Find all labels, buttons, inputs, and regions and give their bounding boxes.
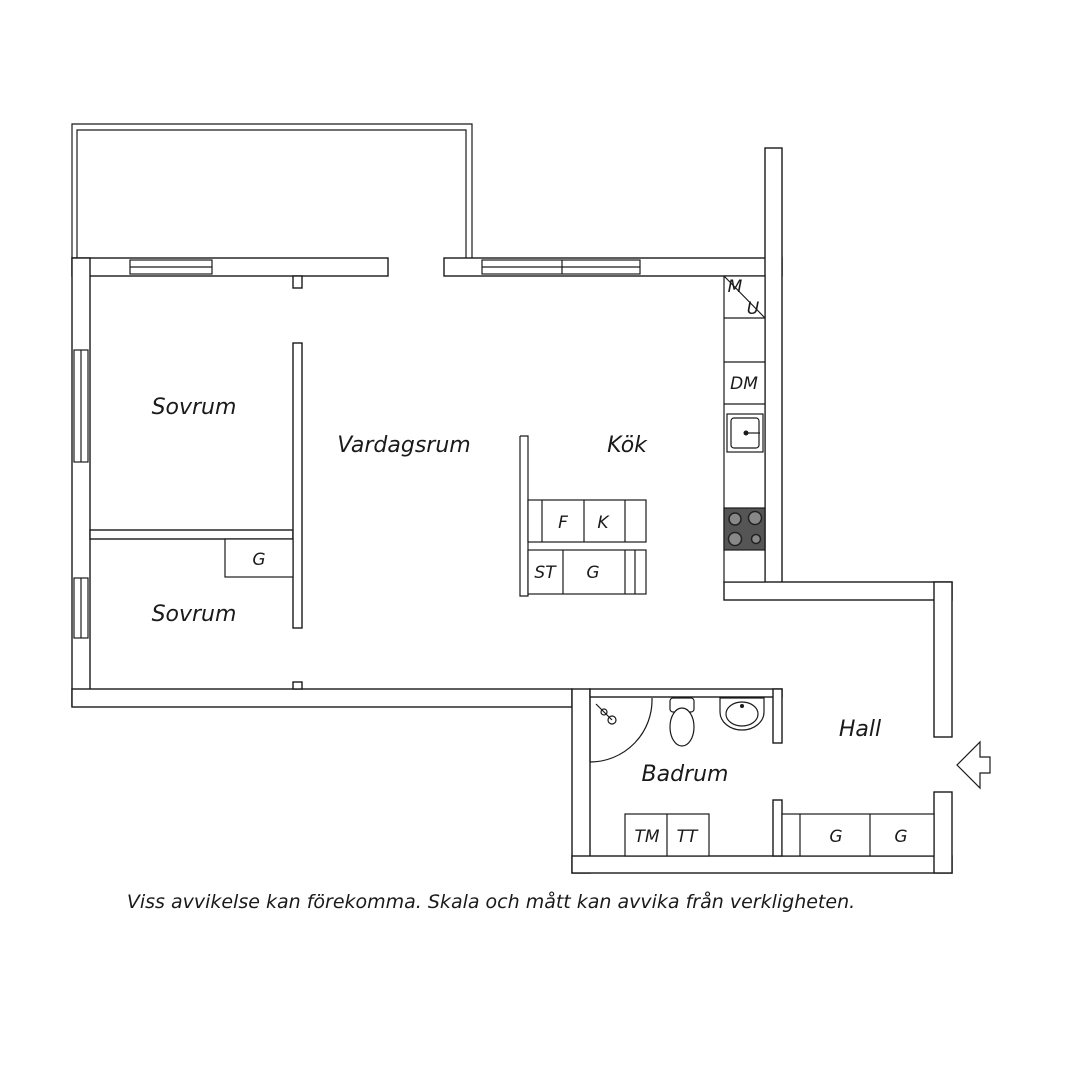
room-label-bedroom-1: Sovrum <box>152 395 237 420</box>
fixture-label-dishwasher: DM <box>730 374 758 394</box>
fixture-label-fridge: F <box>558 513 568 533</box>
bedroom-wardrobe <box>224 538 294 578</box>
entrance-arrow-icon <box>956 740 991 790</box>
fixture-label-dryer: TT <box>677 827 699 847</box>
fixture-label-hall-wardrobe-2: G <box>894 827 907 847</box>
fixture-label-hall-wardrobe-1: G <box>829 827 842 847</box>
fixture-label-cabinet: G <box>586 563 599 583</box>
fixture-label-freezer: K <box>597 513 610 533</box>
room-label-living-room: Vardagsrum <box>337 433 470 458</box>
fixture-label-storage: ST <box>534 563 557 583</box>
room-label-hall: Hall <box>839 717 881 742</box>
windows <box>73 259 641 639</box>
walls <box>71 147 953 874</box>
disclaimer-text: Viss avvikelse kan förekomma. Skala och … <box>127 890 855 913</box>
washbasin-icon <box>719 697 765 731</box>
shower-icon <box>589 697 653 763</box>
stove-icon <box>723 507 766 551</box>
sink-icon <box>726 413 764 453</box>
balcony <box>71 123 473 258</box>
fixture-label-microwave-m: M <box>728 277 743 297</box>
fixture-label-washing-machine: TM <box>634 827 659 847</box>
room-label-kitchen: Kök <box>607 433 648 458</box>
fixture-label-bedroom-wardrobe: G <box>252 550 265 570</box>
kitchen-island <box>519 435 647 597</box>
room-label-bedroom-2: Sovrum <box>152 602 237 627</box>
fixture-label-microwave-u: U <box>747 299 760 319</box>
laundry-units <box>624 813 710 857</box>
hall-wardrobes <box>781 813 935 857</box>
room-label-bathroom: Badrum <box>642 762 729 787</box>
toilet-icon <box>669 697 695 747</box>
